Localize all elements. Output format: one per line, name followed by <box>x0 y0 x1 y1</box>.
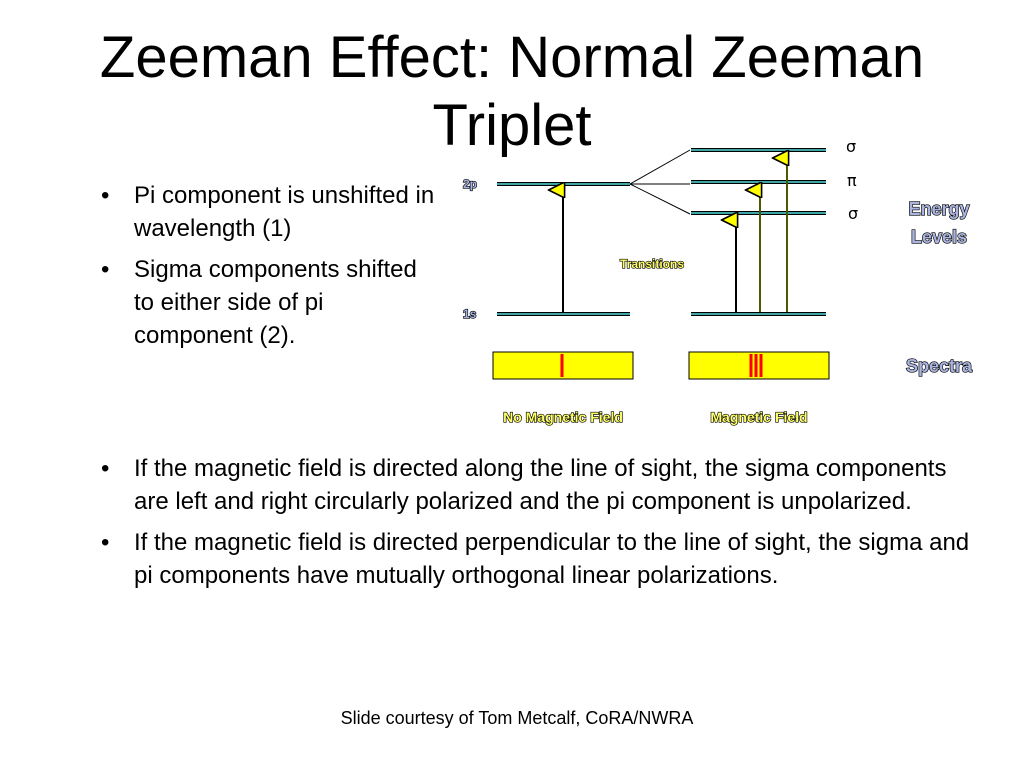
spectra-label: Spectra <box>906 356 973 376</box>
energy-levels-label-line-1: Energy <box>908 199 969 219</box>
spectrum-field <box>688 351 830 380</box>
top-bullet-list: Pi component is unshifted in wavelength … <box>98 179 438 360</box>
splitting-lines <box>629 149 691 215</box>
bullet-sigma-components: Sigma components shifted to either side … <box>98 253 438 352</box>
spectrum-no-field <box>492 351 634 380</box>
magnetic-field-label: Magnetic Field <box>710 409 807 425</box>
sigma-label-top: σ <box>846 137 856 156</box>
pi-label: π <box>847 171 857 190</box>
energy-levels-label-line-2: Levels <box>911 227 967 247</box>
slide-credit: Slide courtesy of Tom Metcalf, CoRA/NWRA <box>340 708 694 728</box>
bullet-pi-component: Pi component is unshifted in wavelength … <box>98 179 438 245</box>
sigma-label-bottom: σ <box>848 204 858 223</box>
slide-title-line-1: Zeeman Effect: Normal Zeeman <box>99 25 925 90</box>
slide-title: Zeeman Effect: Normal Zeeman Triplet <box>0 24 1024 160</box>
bullet-perpendicular: If the magnetic field is directed perpen… <box>98 526 978 592</box>
level-label-2p: 2p <box>463 177 477 191</box>
slide-title-line-2: Triplet <box>432 93 592 158</box>
level-label-1s: 1s <box>463 307 477 321</box>
bullet-line-of-sight: If the magnetic field is directed along … <box>98 452 978 518</box>
no-magnetic-field-label: No Magnetic Field <box>503 409 623 425</box>
transitions-label: Transitions <box>620 257 684 271</box>
bottom-bullet-list: If the magnetic field is directed along … <box>98 452 978 600</box>
